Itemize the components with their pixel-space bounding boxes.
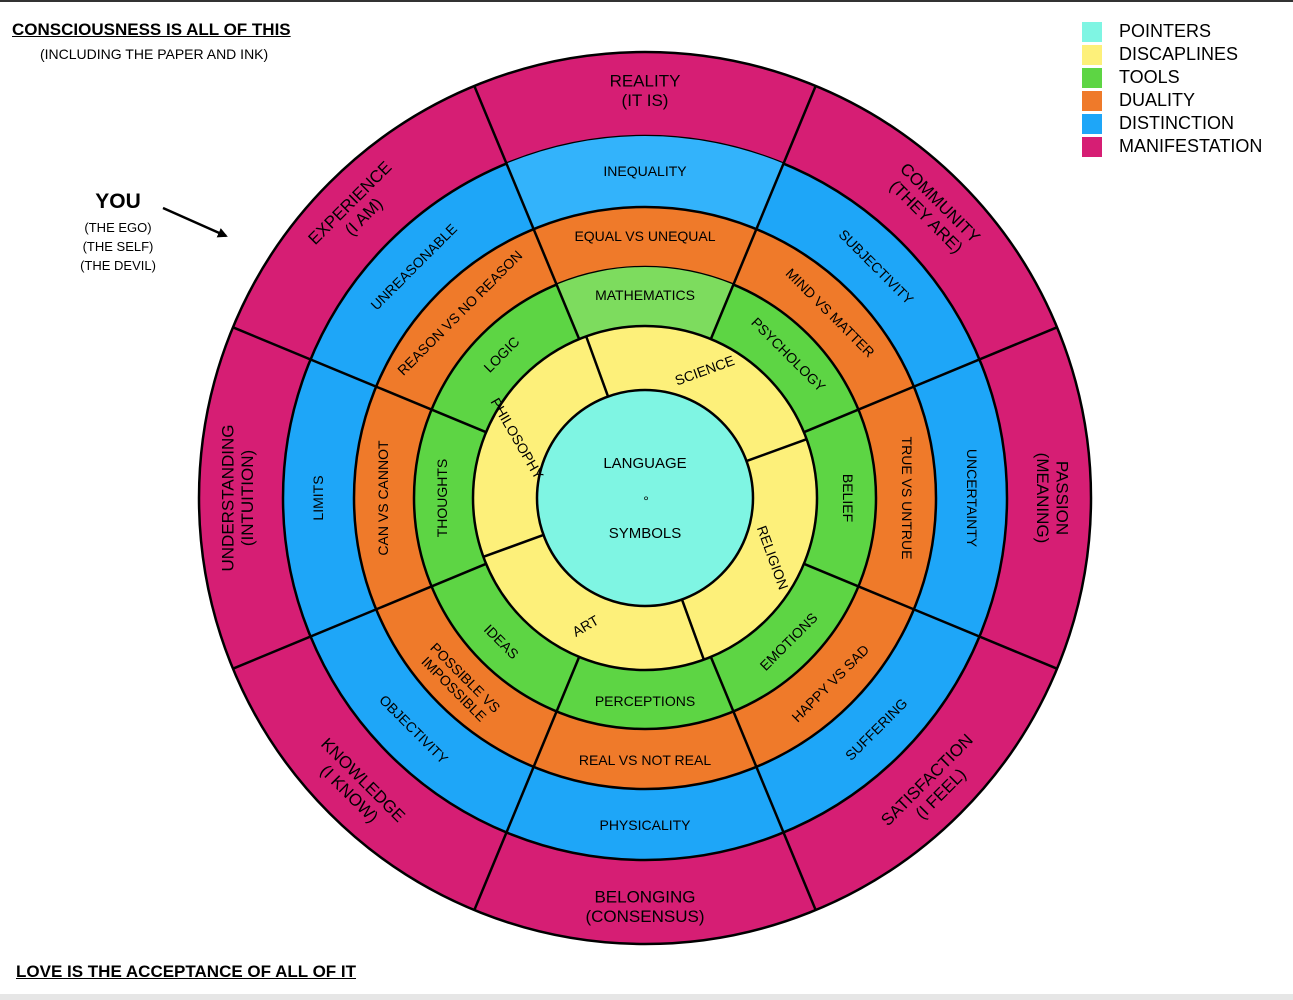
pointers-center — [535, 388, 755, 608]
legend-swatch — [1082, 67, 1102, 88]
distinction-label-physicality: PHYSICALITY — [599, 817, 691, 833]
you-label: YOU — [95, 190, 141, 213]
ring-divider — [709, 656, 817, 911]
legend-swatch — [1082, 113, 1102, 134]
legend-item-distinction: DISTINCTION — [1082, 112, 1262, 135]
distinction-segment-inequality — [506, 136, 784, 230]
you-line-self: (THE SELF) — [82, 239, 154, 254]
tools-label-perceptions: PERCEPTIONS — [595, 693, 695, 709]
legend-swatch — [1082, 44, 1102, 65]
legend-item-disciplines: DISCAPLINES — [1082, 43, 1262, 66]
distinction-label-uncertainty: UNCERTAINTY — [964, 449, 980, 548]
wheel-rings — [197, 50, 1093, 946]
page-subtitle: (INCLUDING THE PAPER AND INK) — [40, 46, 269, 62]
top-border — [0, 0, 1293, 2]
page-title: CONSCIOUSNESS IS ALL OF THIS — [12, 20, 291, 39]
legend-item-duality: DUALITY — [1082, 89, 1262, 112]
ring-divider — [473, 656, 581, 911]
distinction-label-inequality: INEQUALITY — [603, 163, 687, 179]
duality-label-can-vs-cannot: CAN VS CANNOT — [375, 440, 391, 556]
you-annotation: YOU (THE EGO) (THE SELF) (THE DEVIL) — [68, 190, 168, 275]
legend-swatch — [1082, 90, 1102, 111]
tools-label-mathematics: MATHEMATICS — [595, 287, 695, 303]
duality-label-equal-vs-unequal: EQUAL VS UNEQUAL — [574, 228, 715, 244]
legend-item-manifestation: MANIFESTATION — [1082, 135, 1262, 158]
ring-divider — [803, 562, 1058, 670]
legend-item-pointers: POINTERS — [1082, 20, 1262, 43]
legend: POINTERS DISCAPLINES TOOLS DUALITY DISTI… — [1082, 20, 1262, 158]
manifestation-label-reality: REALITY(IT IS) — [610, 71, 681, 110]
legend-swatch — [1082, 136, 1102, 157]
bottom-border — [0, 994, 1293, 1000]
distinction-label-limits: LIMITS — [310, 475, 326, 520]
disciplines-divider — [746, 437, 808, 463]
center-label-language: LANGUAGE — [603, 455, 686, 472]
ring-divider — [709, 85, 817, 340]
center-label-symbols: SYMBOLS — [609, 525, 682, 542]
ring-divider — [232, 326, 487, 434]
duality-label-true-vs-untrue: TRUE VS UNTRUE — [899, 437, 915, 560]
page-footer: LOVE IS THE ACCEPTANCE OF ALL OF IT — [16, 962, 357, 981]
tools-label-thoughts: THOUGHTS — [434, 459, 450, 538]
manifestation-label-passion: PASSION(MEANING) — [1033, 453, 1072, 544]
tools-segment-mathematics — [556, 267, 734, 340]
disciplines-divider — [680, 599, 706, 661]
you-arrow-icon — [162, 206, 228, 238]
manifestation-label-belonging: BELONGING(CONSENSUS) — [585, 887, 704, 926]
ring-divider — [803, 326, 1058, 434]
manifestation-label-understanding: UNDERSTANDING(INTUITION) — [218, 424, 257, 571]
disciplines-divider — [584, 335, 610, 397]
duality-label-real-vs-not-real: REAL VS NOT REAL — [579, 752, 711, 768]
tools-label-belief: BELIEF — [840, 474, 856, 522]
ring-divider — [473, 85, 581, 340]
ring-divider — [232, 562, 487, 670]
disciplines-divider — [482, 533, 544, 559]
you-line-devil: (THE DEVIL) — [80, 258, 156, 273]
center-dot: ° — [643, 493, 649, 509]
legend-item-tools: TOOLS — [1082, 66, 1262, 89]
legend-swatch — [1082, 21, 1102, 42]
you-line-ego: (THE EGO) — [84, 220, 152, 235]
